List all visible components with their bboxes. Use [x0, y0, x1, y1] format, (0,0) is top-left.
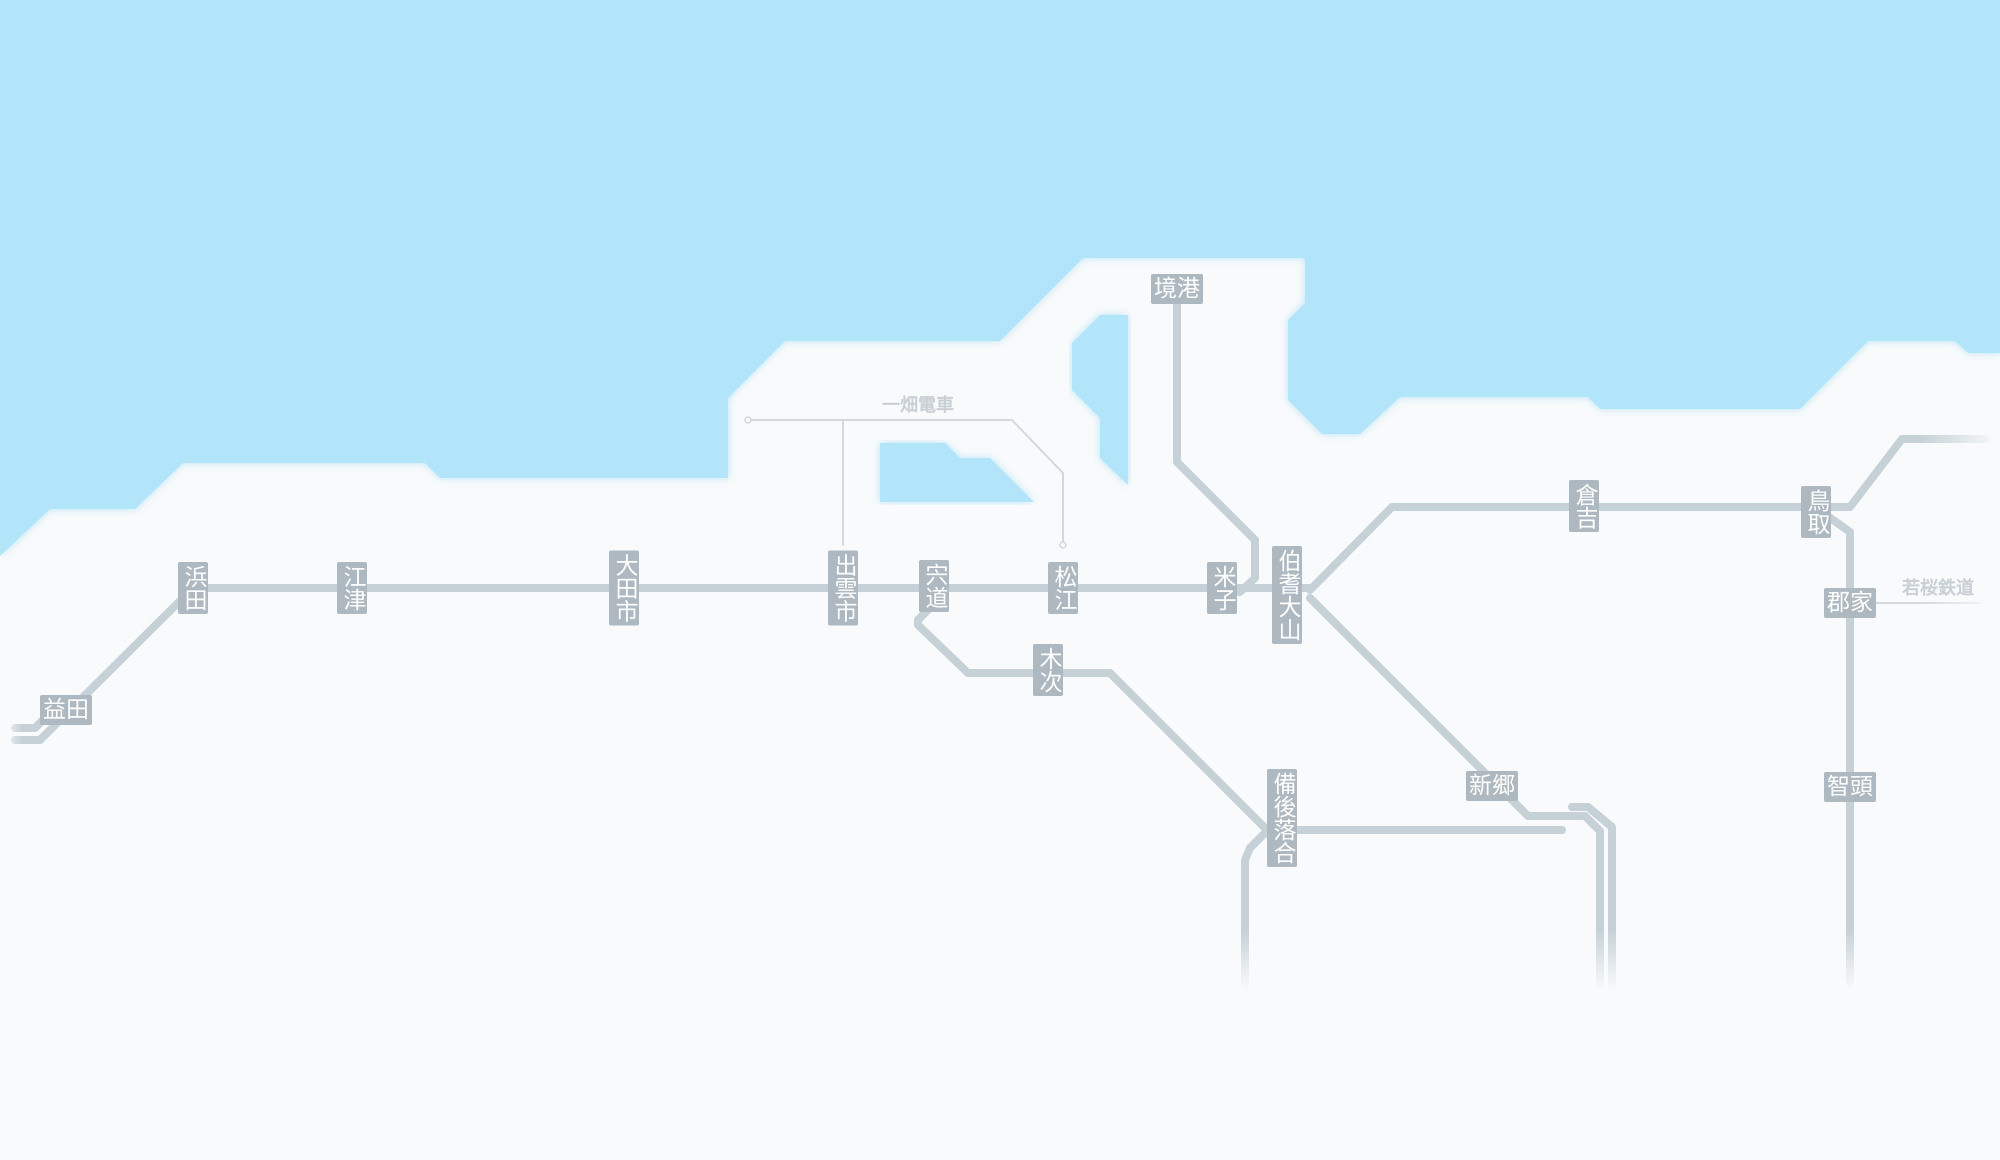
- station-gotsu[interactable]: 江津: [337, 562, 367, 614]
- ichibata-line: [747, 419, 1064, 546]
- left-fade: [0, 715, 22, 755]
- station-odashi[interactable]: 大田市: [609, 550, 639, 626]
- station-shinji[interactable]: 宍道: [919, 560, 949, 612]
- wakasa-label: 若桜鉄道: [1902, 578, 1974, 599]
- san-in-main-line-east: [1306, 503, 1819, 594]
- geibi-line: [1241, 826, 1272, 989]
- station-sakaiminato[interactable]: 境港: [1151, 274, 1203, 304]
- sakai-line: [1173, 286, 1259, 596]
- ichibata-terminus-west: [744, 416, 752, 424]
- kisuki-line: [914, 600, 1286, 832]
- ichibata-terminus-east: [1059, 541, 1067, 549]
- san-in-main-line: [11, 584, 1314, 744]
- bottom-fade: [1200, 930, 1900, 990]
- station-hokidaisen[interactable]: 伯耆大山: [1272, 546, 1302, 644]
- station-matsue[interactable]: 松江: [1048, 562, 1078, 614]
- sea-area: [0, 0, 2000, 556]
- station-masuda[interactable]: 益田: [40, 695, 92, 725]
- station-kisuki[interactable]: 木次: [1033, 644, 1063, 696]
- lake-shinji: [880, 443, 1034, 502]
- hakubi-line-2: [1568, 803, 1616, 989]
- hakubi-line: [1306, 594, 1604, 989]
- ichibata-label: 一畑電車: [882, 395, 954, 416]
- station-hamada[interactable]: 浜田: [178, 562, 208, 614]
- station-niimi[interactable]: 新郷: [1466, 771, 1518, 801]
- station-tottori[interactable]: 鳥取: [1801, 486, 1831, 538]
- right-fade: [1920, 420, 2000, 620]
- station-chizu[interactable]: 智頭: [1824, 772, 1876, 802]
- inbi-line: [1811, 503, 1854, 989]
- lagoon-nakaumi: [1072, 315, 1128, 485]
- station-kurayoshi[interactable]: 倉吉: [1569, 480, 1599, 532]
- station-koge[interactable]: 郡家: [1824, 588, 1876, 618]
- station-bingoochiai[interactable]: 備後落合: [1267, 769, 1297, 867]
- station-izumoshi[interactable]: 出雲市: [828, 550, 858, 626]
- station-yonago[interactable]: 米子: [1207, 562, 1237, 614]
